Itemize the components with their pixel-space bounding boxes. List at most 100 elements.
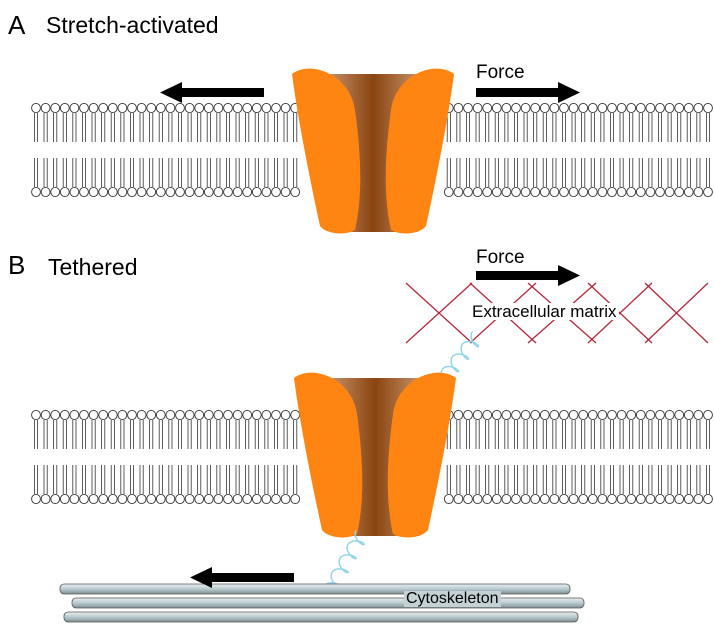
lipid-head: [491, 186, 502, 198]
lipid-head: [155, 409, 166, 421]
lipid-head: [607, 186, 617, 198]
lipid-head: [578, 493, 589, 505]
lipid-head: [213, 409, 224, 421]
lipid-head: [693, 102, 704, 114]
lipid-head: [280, 102, 291, 114]
lipid-head: [655, 186, 665, 198]
lipid-head: [117, 493, 128, 505]
lipid-head: [223, 493, 233, 505]
lipid-head: [194, 409, 205, 421]
lipid-head: [683, 102, 694, 114]
lipid-head: [146, 102, 157, 114]
force-arrow-left-a: [160, 82, 264, 103]
lipid-head: [261, 409, 272, 421]
lipid-head: [683, 409, 694, 421]
lipid-head: [155, 102, 166, 114]
lipid-head: [491, 493, 502, 505]
lipid-head: [501, 493, 512, 505]
lipid-head: [251, 102, 262, 114]
lipid-head: [559, 409, 569, 421]
lipid-head: [223, 186, 233, 198]
lipid-head: [31, 493, 41, 505]
lipid-head: [530, 493, 541, 505]
lipid-head: [98, 409, 109, 421]
lipid-head: [607, 409, 617, 421]
lipid-head: [146, 493, 157, 505]
lipid-head: [463, 409, 473, 421]
lipid-head: [626, 186, 637, 198]
lipid-head: [203, 409, 214, 421]
lipid-head: [453, 409, 464, 421]
lipid-head: [232, 186, 243, 198]
lipid-head: [271, 186, 281, 198]
panel-a-letter: A: [8, 10, 26, 40]
lipid-head: [539, 186, 550, 198]
lipid-head: [40, 102, 51, 114]
lipid-head: [107, 186, 118, 198]
lipid-head: [242, 493, 253, 505]
lipid-bilayer-b: [31, 409, 713, 505]
lipid-head: [50, 493, 61, 505]
lipid-head: [520, 493, 531, 505]
lipid-head: [175, 102, 185, 114]
lipid-head: [453, 186, 464, 198]
lipid-head: [194, 102, 205, 114]
lipid-head: [664, 186, 675, 198]
lipid-head: [79, 102, 89, 114]
lipid-head: [443, 493, 454, 505]
lipid-head: [539, 409, 550, 421]
extracellular-matrix-label: Extracellular matrix: [470, 302, 619, 321]
lipid-head: [482, 186, 493, 198]
cytoskeleton-filaments: [59, 583, 585, 623]
force-arrow-right-b: [476, 265, 580, 286]
lipid-head: [559, 102, 569, 114]
lipid-head: [175, 186, 185, 198]
lipid-head: [520, 186, 531, 198]
lipid-head: [184, 186, 195, 198]
lipid-head: [88, 186, 99, 198]
lipid-head: [165, 409, 176, 421]
lipid-head: [98, 102, 109, 114]
lipid-head: [463, 186, 473, 198]
lipid-head: [155, 493, 166, 505]
force-label-a: Force: [476, 62, 525, 83]
lipid-head: [40, 186, 51, 198]
lipid-head: [501, 409, 512, 421]
lipid-head: [40, 409, 51, 421]
lipid-head: [175, 493, 185, 505]
lipid-head: [98, 186, 109, 198]
lipid-head: [107, 102, 118, 114]
lipid-head: [674, 409, 685, 421]
lipid-head: [280, 493, 291, 505]
lipid-head: [491, 409, 502, 421]
lipid-head: [674, 493, 685, 505]
lipid-head: [59, 102, 70, 114]
channel-left-subunit-a: [292, 68, 361, 234]
lipid-head: [568, 409, 579, 421]
channel-right-subunit-a: [385, 68, 454, 234]
lipid-head: [549, 493, 560, 505]
lipid-head: [50, 409, 61, 421]
lipid-head: [88, 102, 99, 114]
lipid-head: [693, 409, 704, 421]
lipid-head: [549, 186, 560, 198]
lipid-head: [597, 102, 608, 114]
lipid-head: [232, 102, 243, 114]
lipid-head: [69, 493, 80, 505]
lipid-head: [683, 493, 694, 505]
lipid-head: [703, 409, 713, 421]
lipid-head: [578, 186, 589, 198]
lipid-head: [607, 493, 617, 505]
lipid-head: [472, 186, 483, 198]
lipid-head: [501, 186, 512, 198]
lipid-head: [491, 102, 502, 114]
lipid-head: [203, 102, 214, 114]
lipid-head: [501, 102, 512, 114]
lipid-head: [271, 493, 281, 505]
lipid-head: [453, 493, 464, 505]
lipid-head: [511, 409, 521, 421]
lipid-head: [655, 409, 665, 421]
panel-b-letter: B: [8, 250, 26, 280]
channel-right-subunit-b: [387, 372, 456, 538]
lipid-head: [50, 186, 61, 198]
